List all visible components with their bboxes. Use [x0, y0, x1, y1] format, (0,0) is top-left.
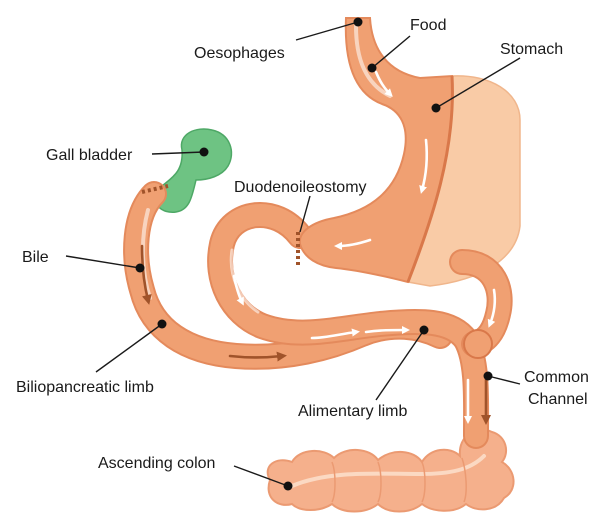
ascending-colon-dot: [284, 482, 293, 491]
bile-dot: [136, 264, 145, 273]
label-ascending-colon: Ascending colon: [98, 455, 215, 472]
bile-flow-arrow-2: [230, 356, 282, 358]
label-common-channel-line1: Common: [524, 369, 589, 386]
label-duodenoileostomy: Duodenoileostomy: [234, 179, 367, 196]
label-bile: Bile: [22, 249, 49, 266]
alimentary-limb-dot: [420, 326, 429, 335]
stomach-dot: [432, 104, 441, 113]
label-oesophages: Oesophages: [194, 45, 285, 62]
label-biliopancreatic-limb: Biliopancreatic limb: [16, 379, 154, 396]
oesophages-dot: [354, 18, 363, 27]
common-channel-dot: [484, 372, 493, 381]
junction: [464, 330, 492, 358]
label-common-channel-line2: Channel: [528, 391, 588, 408]
label-food: Food: [410, 17, 446, 34]
gall-bladder-dot: [200, 148, 209, 157]
biliopancreatic-limb-dot: [158, 320, 167, 329]
gall-bladder-body: [155, 129, 231, 212]
label-gall-bladder: Gall bladder: [46, 147, 133, 164]
biliopancreatic-limb-leader: [96, 324, 162, 372]
food-dot: [368, 64, 377, 73]
common-channel-leader: [488, 376, 520, 384]
label-stomach: Stomach: [500, 41, 563, 58]
label-alimentary-limb: Alimentary limb: [298, 403, 407, 420]
gall-bladder: [155, 129, 231, 212]
